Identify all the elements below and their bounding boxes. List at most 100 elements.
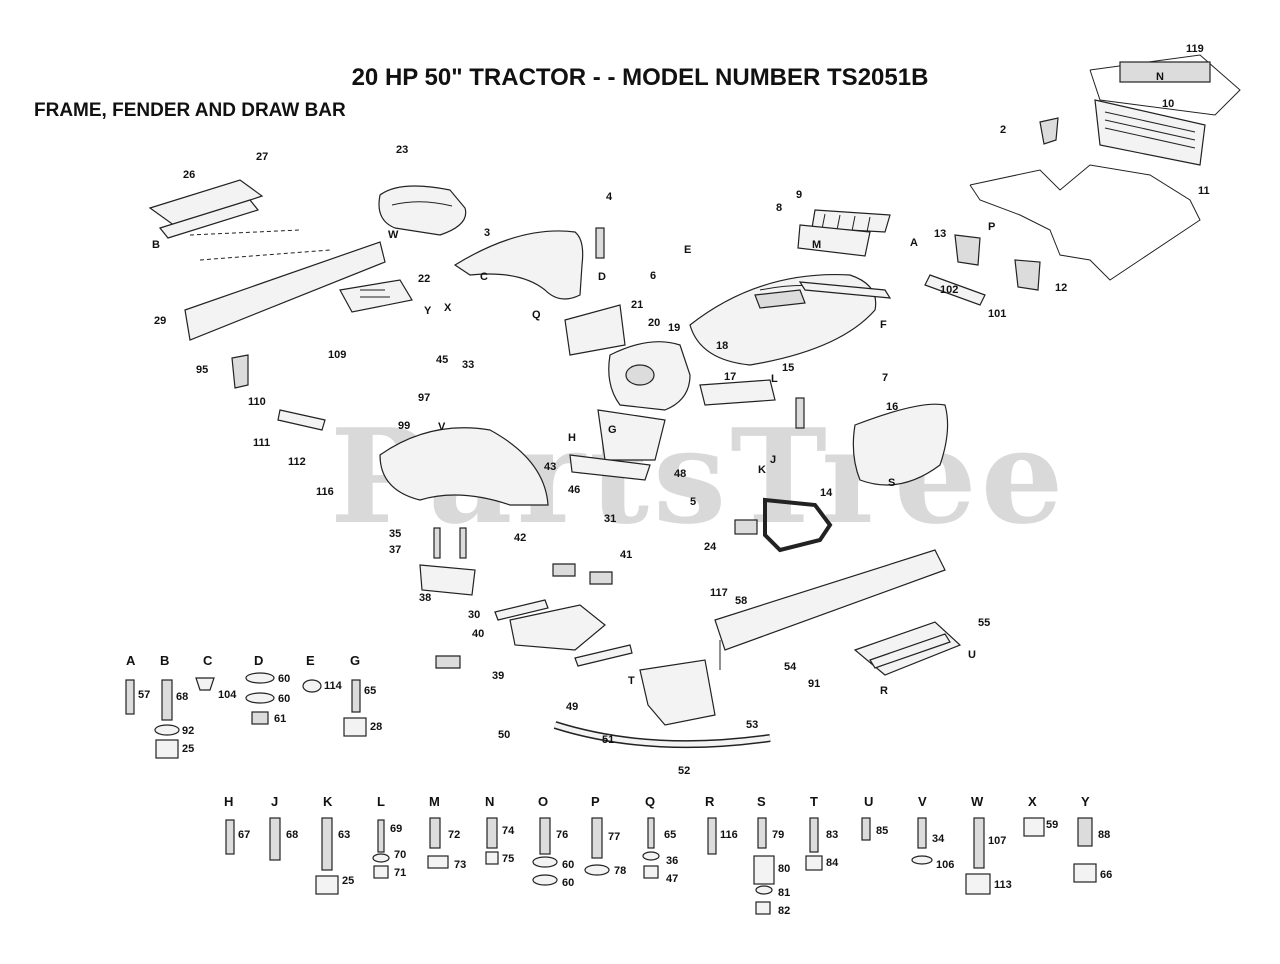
callout-letter: E — [684, 244, 692, 256]
hardware-part: 81 — [778, 887, 791, 899]
callout: 9 — [796, 189, 803, 201]
callout: 30 — [468, 609, 481, 621]
callout: 29 — [154, 315, 167, 327]
pad-41b — [589, 571, 613, 585]
hardware-part: 76 — [556, 829, 569, 841]
callout-letter: F — [880, 319, 887, 331]
callout: 24 — [704, 541, 717, 553]
hardware-part: 68 — [176, 691, 189, 703]
hardware-part: 67 — [238, 829, 251, 841]
bracket-95 — [231, 354, 249, 389]
callout: 109 — [328, 349, 347, 361]
hardware-part: 80 — [778, 863, 791, 875]
hardware-key: D — [254, 653, 264, 668]
dashboard-19 — [608, 341, 691, 411]
callout-letter: W — [388, 229, 399, 241]
strip-30b — [574, 644, 633, 667]
hardware-part: 114 — [324, 680, 342, 692]
callout: 45 — [436, 354, 449, 366]
callout: 40 — [472, 628, 485, 640]
seat-deck-10 — [1094, 99, 1206, 166]
callout: 101 — [988, 308, 1007, 320]
panel-17 — [699, 379, 776, 406]
frame-54 — [714, 549, 946, 670]
callout-letter: M — [812, 239, 822, 251]
callout: 26 — [183, 169, 196, 181]
hardware-part: 57 — [138, 689, 151, 701]
bracket-111 — [277, 409, 326, 431]
bracket-4-right — [795, 397, 805, 429]
hardware-part: 74 — [502, 825, 515, 837]
hardware-key: L — [377, 794, 385, 809]
callout-letter: C — [480, 271, 488, 283]
hardware-key: U — [864, 794, 874, 809]
hardware-key: E — [306, 653, 315, 668]
hardware-part: 72 — [448, 829, 461, 841]
callout: 20 — [648, 317, 661, 329]
hardware-part: 60 — [278, 673, 291, 685]
hardware-key: Y — [1081, 794, 1090, 809]
draw-bar-14 — [734, 497, 833, 553]
callout: 19 — [668, 322, 681, 334]
callout-letter: A — [910, 237, 918, 249]
callout: 51 — [602, 734, 615, 746]
hardware-part: 83 — [826, 829, 839, 841]
callout: 14 — [820, 487, 833, 499]
fender-3 — [453, 230, 584, 300]
footrest-26 — [148, 179, 264, 239]
callout-letter: Y — [424, 305, 432, 317]
hardware-part: 84 — [826, 857, 839, 869]
callout: 52 — [678, 765, 691, 777]
callout-letter: N — [1156, 71, 1164, 83]
hardware-key: A — [126, 653, 136, 668]
bracket-4-top — [595, 227, 605, 259]
pad-41a — [552, 563, 576, 577]
hardware-part: 71 — [394, 867, 407, 879]
callout: 54 — [784, 661, 797, 673]
footrest-55 — [853, 621, 962, 676]
bracket-38 — [419, 564, 476, 596]
hardware-part: 69 — [390, 823, 403, 835]
hardware-key: J — [271, 794, 279, 809]
callout: 38 — [419, 592, 432, 604]
callout: 102 — [940, 284, 959, 296]
hardware-part: 79 — [772, 829, 785, 841]
callout: 37 — [389, 544, 402, 556]
plate-46 — [569, 454, 651, 481]
hood-18 — [689, 273, 877, 366]
fender-pan-43 — [379, 427, 549, 506]
tray-40 — [509, 604, 606, 651]
callout: 22 — [418, 273, 431, 285]
hardware-key: H — [224, 794, 234, 809]
strip-30a — [494, 599, 549, 621]
bracket-12 — [1014, 259, 1041, 291]
hardware-key: X — [1028, 794, 1037, 809]
hardware-part: 82 — [778, 905, 791, 917]
hardware-key: C — [203, 653, 213, 668]
callout: 31 — [604, 513, 617, 525]
callout: 58 — [735, 595, 748, 607]
hardware-part: 60 — [562, 859, 575, 871]
hardware-part: 61 — [274, 713, 287, 725]
callout: 8 — [776, 202, 783, 214]
hardware-part: 60 — [562, 877, 575, 889]
hardware-part: 70 — [394, 849, 407, 861]
callout-letter: H — [568, 432, 576, 444]
callout: 5 — [690, 496, 697, 508]
hardware-key: W — [971, 794, 984, 809]
hardware-key: N — [485, 794, 495, 809]
grille-9 — [811, 209, 891, 233]
callout: 91 — [808, 678, 821, 690]
hardware-key: K — [323, 794, 333, 809]
callout-letter: D — [598, 271, 606, 283]
hardware-part: 106 — [936, 859, 955, 871]
hardware-part: 60 — [278, 693, 291, 705]
callout: 23 — [396, 144, 409, 156]
hardware-part: 28 — [370, 721, 383, 733]
bracket-2 — [1039, 117, 1059, 145]
hardware-icons-row2 — [225, 817, 1097, 915]
hardware-key: G — [350, 653, 361, 668]
hardware-part: 78 — [614, 865, 627, 877]
hardware-key: S — [757, 794, 766, 809]
